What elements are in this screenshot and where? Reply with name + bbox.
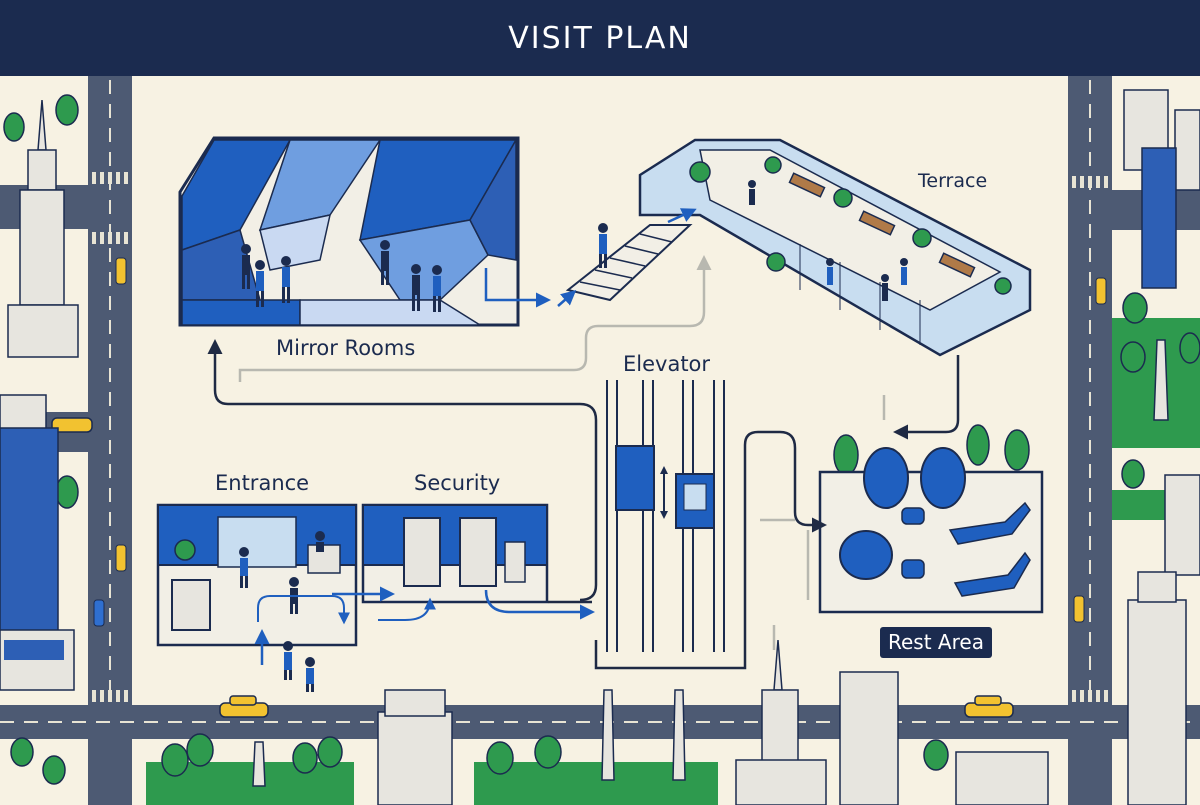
page-title: VISIT PLAN — [508, 20, 692, 56]
title-bar: VISIT PLAN — [0, 0, 1200, 76]
terrace-area — [638, 138, 1032, 357]
taxi-car — [1095, 277, 1107, 305]
tree — [3, 94, 1200, 785]
blue-car — [93, 599, 105, 627]
entrance-building — [156, 503, 358, 647]
entrance-label: Entrance — [215, 471, 310, 495]
stairs — [565, 224, 693, 302]
visit-route — [207, 208, 960, 670]
terrace-label: Terrace — [918, 170, 988, 192]
security-label: Security — [414, 471, 501, 495]
taxi-car — [51, 417, 93, 433]
security-building — [361, 503, 549, 604]
taxi-car — [1073, 595, 1085, 623]
skyline-buildings — [0, 89, 1200, 805]
visitor-figure — [239, 180, 908, 692]
mirror-rooms-label: Mirror Rooms — [276, 336, 416, 360]
taxi-car — [219, 695, 269, 718]
mirror-rooms-area — [178, 136, 520, 327]
rest-area-label: Rest Area — [880, 627, 992, 658]
taxi-car — [115, 257, 127, 285]
elevator-label: Elevator — [623, 352, 711, 376]
rest-area — [818, 447, 1044, 614]
taxi-car — [964, 695, 1014, 718]
elevator-shaft — [606, 380, 725, 652]
taxi-car — [115, 544, 127, 572]
